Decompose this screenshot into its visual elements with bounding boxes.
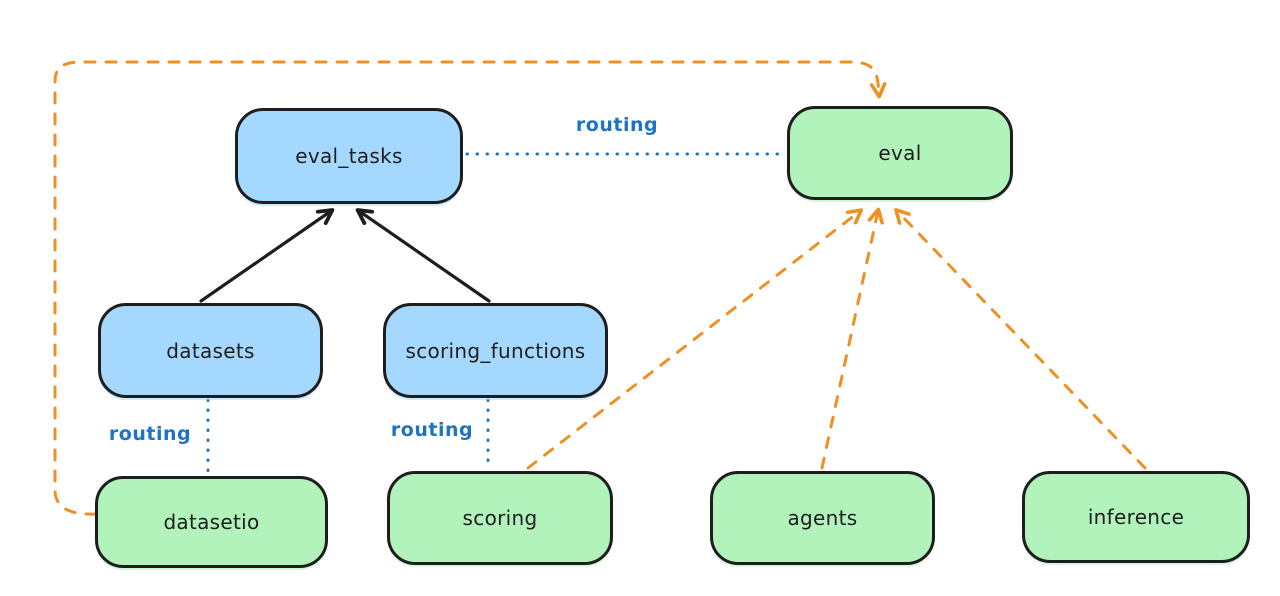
node-inference: inference [1022,471,1250,563]
routing-label-datasets-datasetio: routing [108,423,192,445]
node-datasets: datasets [98,303,323,398]
node-agents-label: agents [787,506,858,530]
node-eval-label: eval [878,141,922,165]
routing-label-scoring-functions-scoring: routing [390,419,474,441]
edge-inference-to-eval [894,208,1147,470]
node-eval: eval [787,106,1013,200]
node-eval-tasks: eval_tasks [235,108,463,204]
edge-scoring-to-eval [526,208,864,470]
routing-label-eval-tasks-eval: routing [575,114,659,136]
node-agents: agents [710,471,935,565]
node-datasetio: datasetio [95,476,328,568]
node-inference-label: inference [1087,505,1185,529]
node-scoring-functions-label: scoring_functions [405,338,586,363]
node-scoring-functions: scoring_functions [383,303,608,398]
node-datasetio-label: datasetio [163,510,260,534]
edge-agents-to-eval [820,207,884,470]
node-scoring: scoring [387,471,613,565]
edge-datasets-to-eval-tasks [199,208,335,303]
node-scoring-label: scoring [462,506,538,530]
node-datasets-label: datasets [166,338,255,363]
node-eval-tasks-label: eval_tasks [295,144,403,168]
edge-datasetio-to-eval [53,60,887,516]
edge-scoring-functions-to-eval-tasks [355,208,491,303]
